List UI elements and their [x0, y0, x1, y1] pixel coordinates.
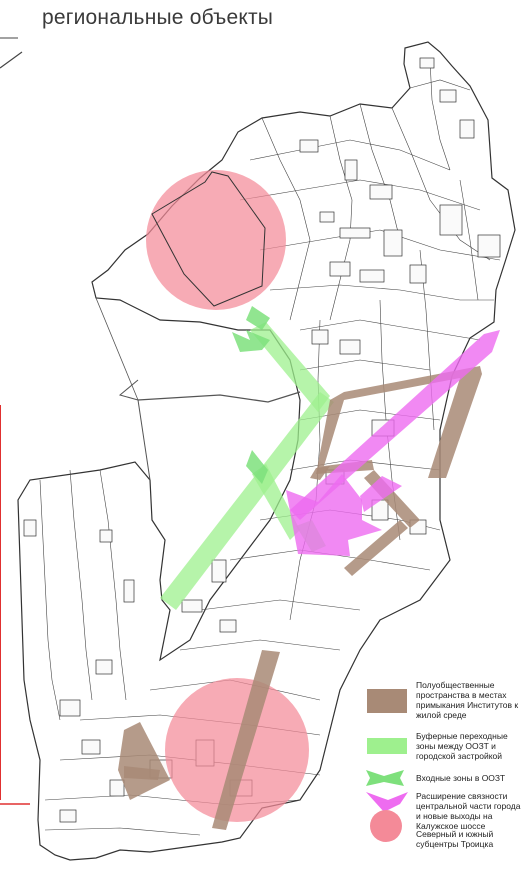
legend-item-subcenters: Северный и южный субцентры Троицка	[370, 829, 525, 849]
legend-item-institutes: Полуобщественные пространства в местах п…	[370, 680, 525, 720]
entrance-zones	[232, 306, 270, 484]
magenta-arrow-swatch	[366, 792, 408, 812]
green-bowtie-swatch	[366, 770, 404, 786]
legend-item-entrance-zones: Входные зоны в ООЗТ	[370, 773, 525, 783]
institute-zones	[118, 366, 482, 830]
green-bar-swatch	[367, 738, 407, 754]
roads	[95, 297, 301, 481]
legend-item-buffer-zones: Буферные переходные зоны между ООЗТ и го…	[370, 731, 525, 761]
pink-circle-swatch	[370, 810, 402, 842]
north-subcenter-parcel	[151, 171, 266, 307]
legend-label: Северный и южный субцентры Троицка	[416, 829, 494, 849]
legend-swatches	[366, 689, 408, 842]
legend-item-connectivity: Расширение связности центральной части г…	[370, 791, 525, 831]
connectivity-arrows	[286, 330, 500, 556]
page-title: региональные объекты	[42, 6, 274, 29]
legend-label: Буферные переходные зоны между ООЗТ и го…	[416, 731, 508, 761]
legend-label: Полуобщественные пространства в местах п…	[416, 680, 519, 720]
brown-bar-swatch	[367, 689, 407, 713]
north-subcenter-circle	[146, 170, 286, 310]
left-edge-marks	[0, 37, 30, 805]
legend-label: Расширение связности центральной части г…	[416, 791, 521, 831]
legend-label: Входные зоны в ООЗТ	[416, 773, 506, 783]
